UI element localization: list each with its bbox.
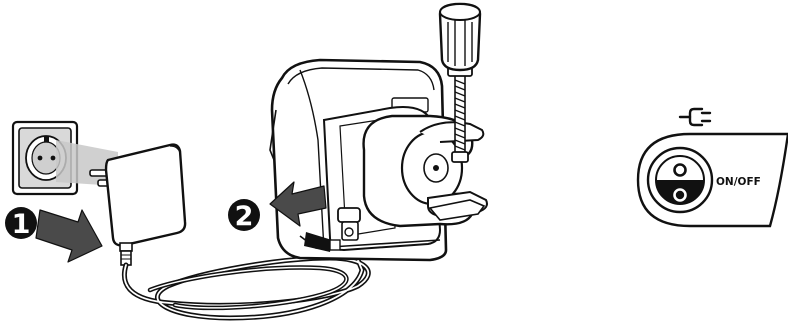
onoff-switch [648, 148, 712, 212]
off-indicator-icon [675, 190, 686, 201]
onoff-panel: ON/OFF [638, 109, 788, 226]
insert-arrow-icon [36, 210, 102, 262]
onoff-label: ON/OFF [716, 176, 761, 188]
power-plug-icon [680, 109, 710, 125]
step-1-number: 1 [12, 209, 31, 240]
clamp-knob [440, 4, 480, 76]
step-2-number: 2 [235, 201, 254, 232]
clamp-screw [452, 74, 468, 162]
on-indicator-icon [675, 165, 686, 176]
step-1: 1 [5, 207, 102, 262]
device-unit [270, 4, 487, 260]
